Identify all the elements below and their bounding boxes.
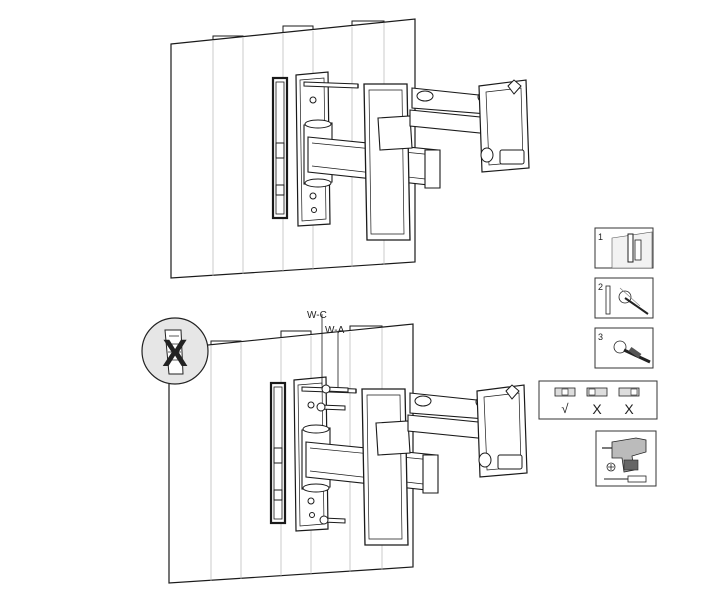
- drill-bit-icon: [604, 475, 647, 483]
- lag-screw-bottom: [319, 515, 346, 525]
- step-number-1: 1: [598, 232, 603, 242]
- lag-screw-middle: [316, 402, 346, 412]
- no-wall-anchor-icon: X: [141, 317, 209, 385]
- level-check-panel: √ X X: [538, 380, 658, 420]
- level-mark-correct: √: [561, 401, 569, 416]
- step-number-2: 2: [598, 282, 603, 292]
- level-on-wall-icon: [611, 231, 653, 269]
- callout-label-w-a: W-A: [325, 325, 345, 336]
- top-scene-wall-mount-with-level: [169, 17, 531, 280]
- step-number-3: 3: [598, 332, 603, 342]
- step-panel-2: 2: [594, 277, 654, 319]
- callout-label-w-c: W-C: [307, 310, 327, 321]
- phillips-screwdriver-icon: [606, 462, 616, 472]
- mark-holes-icon: [605, 285, 649, 315]
- lag-screw-top: [321, 384, 349, 394]
- step-panel-3: 3: [594, 327, 654, 369]
- drill-hole-icon: [613, 340, 651, 364]
- bubble-level-icon: [554, 387, 640, 397]
- level-mark-wrong-right: X: [624, 401, 634, 417]
- level-mark-wrong-left: X: [592, 401, 602, 417]
- prohibition-mark: X: [162, 333, 188, 375]
- bottom-scene-wall-mount-screwed: W-C W-A: [167, 310, 529, 585]
- drill-icon: [602, 437, 647, 473]
- step-panel-1: 1: [594, 227, 654, 269]
- tools-panel: [595, 430, 657, 487]
